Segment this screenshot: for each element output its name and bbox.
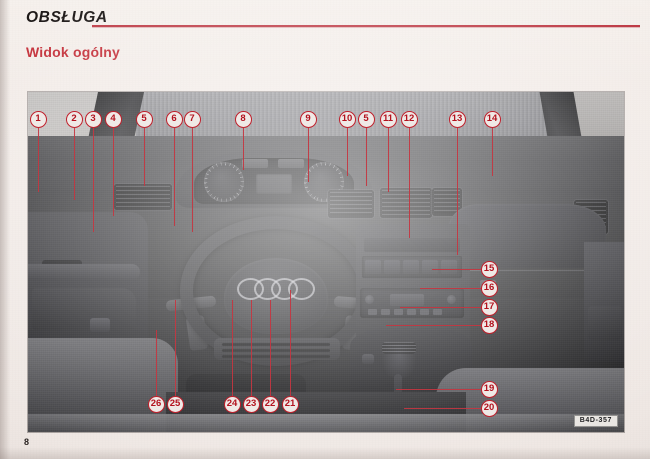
callout-marker-25: 25 [166, 395, 184, 413]
callout-leader-line [175, 300, 176, 396]
callout-leader-line [396, 389, 481, 390]
callout-marker-13: 13 [448, 110, 466, 128]
callout-marker-19: 19 [480, 380, 498, 398]
callout-marker-21: 21 [281, 395, 299, 413]
dashboard-photo: B4D-357 [28, 92, 624, 432]
callout-leader-line [174, 127, 175, 226]
callout-marker-20: 20 [480, 399, 498, 417]
callout-leader-line [400, 307, 481, 308]
spoke-slot [222, 355, 330, 358]
callout-marker-16: 16 [480, 279, 498, 297]
lower-foreground-band [28, 414, 624, 432]
radio-knob-left [365, 295, 374, 304]
radio-knob-right [447, 295, 456, 304]
callout-leader-line [74, 127, 75, 200]
callout-leader-line [404, 408, 481, 409]
callout-leader-line [386, 325, 481, 326]
warning-lamp-strip-right [278, 159, 304, 168]
callout-marker-6: 6 [165, 110, 183, 128]
hazard-switch-row [364, 238, 460, 252]
radio-display [390, 294, 424, 306]
callout-marker-2: 2 [65, 110, 83, 128]
callout-leader-line [366, 127, 367, 186]
odometer-display [256, 174, 292, 194]
callout-leader-line [308, 127, 309, 182]
callout-leader-line [457, 127, 458, 255]
radio-preset-button [368, 309, 377, 315]
callout-marker-18: 18 [480, 316, 498, 334]
warning-lamp-strip-left [242, 159, 268, 168]
callout-marker-24: 24 [223, 395, 241, 413]
callout-marker-22: 22 [261, 395, 279, 413]
callout-leader-line [232, 300, 233, 396]
callout-leader-line [156, 330, 157, 396]
header-rule-shadow [92, 27, 640, 28]
callout-marker-8: 8 [234, 110, 252, 128]
radio-preset-button [381, 309, 390, 315]
callout-marker-10: 10 [338, 110, 356, 128]
passenger-airbag-panel [448, 204, 606, 268]
console-switch [365, 260, 381, 274]
callout-leader-line [144, 127, 145, 186]
callout-leader-line [432, 269, 481, 270]
page-number: 8 [24, 437, 30, 447]
air-vent-driver-side [114, 184, 172, 210]
tachometer-ticks [204, 162, 244, 202]
callout-marker-4: 4 [104, 110, 122, 128]
callout-leader-line [243, 127, 244, 170]
callout-leader-line [93, 127, 94, 232]
handbrake-lever [362, 354, 374, 364]
console-switch [403, 260, 419, 274]
callout-marker-11: 11 [379, 110, 397, 128]
mirror-adjust-switch [90, 318, 110, 332]
gear-boot-pleats [382, 342, 416, 354]
passenger-door-panel [584, 242, 624, 362]
callout-marker-26: 26 [147, 395, 165, 413]
driver-door-panel [28, 212, 148, 352]
callout-leader-line [192, 127, 193, 232]
figure-code-label: B4D-357 [573, 415, 618, 427]
audi-rings-logo [237, 278, 317, 300]
radio-preset-button [420, 309, 429, 315]
passenger-door-pocket [588, 306, 622, 340]
callout-marker-15: 15 [480, 260, 498, 278]
callout-leader-line [113, 127, 114, 216]
air-vent-center-left [328, 190, 374, 218]
air-vent-center-right [380, 188, 432, 218]
audi-ring-4 [288, 278, 315, 300]
callout-leader-line [492, 127, 493, 176]
callout-marker-17: 17 [480, 298, 498, 316]
callout-leader-line [347, 127, 348, 176]
callout-marker-9: 9 [299, 110, 317, 128]
callout-leader-line [388, 127, 389, 192]
callout-leader-line [409, 127, 410, 238]
callout-leader-line [251, 300, 252, 396]
console-switch [384, 260, 400, 274]
driver-door-pocket [32, 288, 136, 330]
radio-preset-button [433, 309, 442, 315]
spoke-slot [222, 343, 330, 346]
callout-marker-7: 7 [183, 110, 201, 128]
callout-marker-5: 5 [135, 110, 153, 128]
callout-marker-1: 1 [29, 110, 47, 128]
callout-leader-line [420, 288, 481, 289]
callout-marker-23: 23 [242, 395, 260, 413]
subsection-title: Widok ogólny [26, 44, 121, 60]
radio-preset-button [407, 309, 416, 315]
callout-marker-12: 12 [400, 110, 418, 128]
console-switch [422, 260, 438, 274]
callout-leader-line [270, 300, 271, 396]
radio-preset-button [394, 309, 403, 315]
console-switch [441, 260, 457, 274]
callout-marker-14: 14 [483, 110, 501, 128]
callout-leader-line [290, 290, 291, 396]
callout-marker-5: 5 [357, 110, 375, 128]
driver-door-armrest [28, 264, 140, 280]
callout-leader-line [38, 127, 39, 192]
callout-marker-3: 3 [84, 110, 102, 128]
spoke-slot [222, 349, 330, 352]
